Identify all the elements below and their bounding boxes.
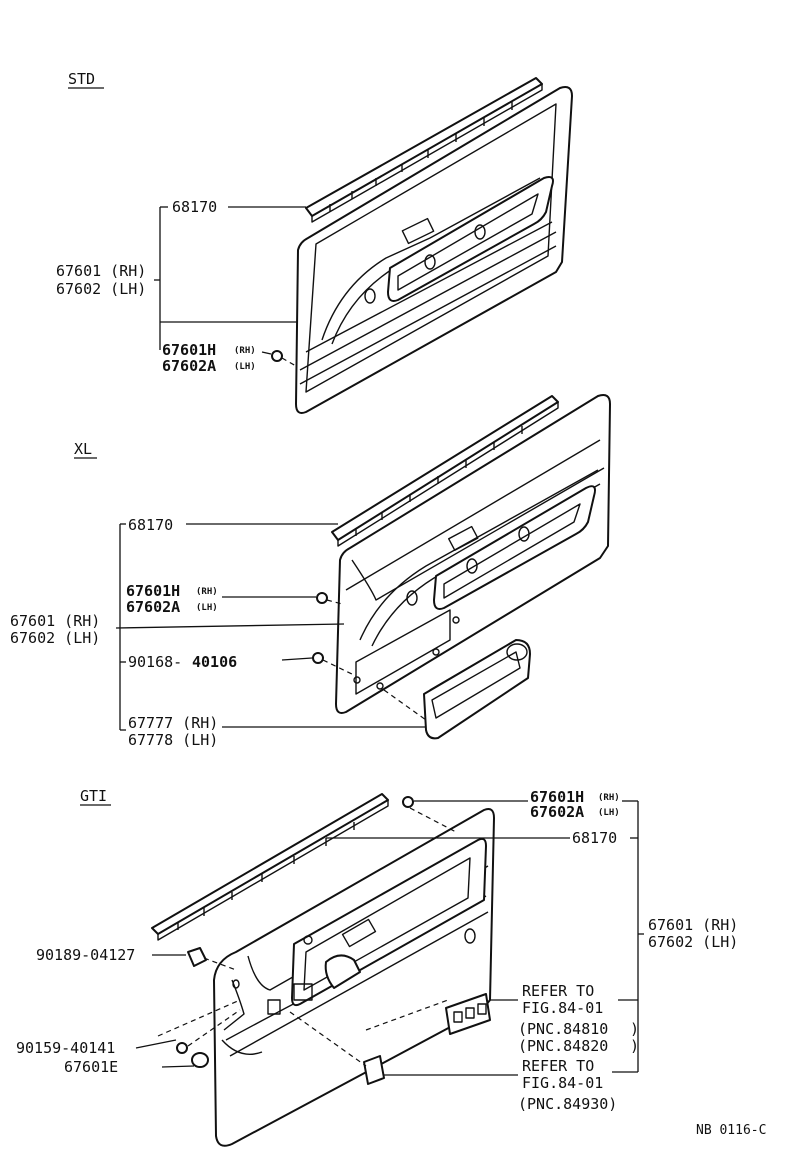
xl-screw-label-a: 90168- <box>128 653 182 671</box>
gti-fasteners-drawing <box>157 796 457 1068</box>
xl-clip-lh-label: 67602A <box>126 598 180 616</box>
gti-board-lh-label: 67602 (LH) <box>648 933 738 951</box>
std-weatherstrip-drawing <box>305 77 543 223</box>
xl-pocket-rh-label: 67777 (RH) <box>128 714 218 732</box>
gti-refer1-bracket-top: ) <box>630 1020 639 1038</box>
gti-refer2-line3: (PNC.84930) <box>518 1095 617 1113</box>
std-board-lh-label: 67602 (LH) <box>56 280 146 298</box>
xl-pocket-lh-label: 67778 (LH) <box>128 731 218 749</box>
xl-weatherstrip-drawing <box>331 395 559 547</box>
xl-clip-rh-side: (RH) <box>196 587 218 597</box>
gti-refer1-line3: (PNC.84810 <box>518 1020 608 1038</box>
std-clip-drawing <box>271 350 297 367</box>
std-board-rh-label: 67601 (RH) <box>56 262 146 280</box>
gti-refer1-line2: FIG.84-01 <box>522 999 603 1017</box>
std-leaders <box>154 206 306 355</box>
std-clip-rh-side: (RH) <box>234 346 256 356</box>
std-door-board-drawing <box>295 86 573 414</box>
gti-title: GTI <box>80 787 107 805</box>
gti-refer2-line1: REFER TO <box>522 1057 594 1075</box>
gti-clip-lh-side: (LH) <box>598 808 620 818</box>
gti-refer1-line1: REFER TO <box>522 982 594 1000</box>
xl-clip-lh-side: (LH) <box>196 603 218 613</box>
gti-section: GTI <box>16 787 738 1147</box>
std-title: STD <box>68 70 95 88</box>
xl-door-board-drawing <box>335 394 611 714</box>
gti-cap-label: 67601E <box>64 1058 118 1076</box>
xl-leaders <box>115 523 426 731</box>
xl-board-lh-label: 67602 (LH) <box>10 629 100 647</box>
gti-refer1-line4: (PNC.84820 <box>518 1037 608 1055</box>
diagram-code: NB 0116-C <box>696 1123 766 1138</box>
std-clip-lh-side: (LH) <box>234 362 256 372</box>
xl-screw-label-b: 40106 <box>192 653 237 671</box>
xl-board-rh-label: 67601 (RH) <box>10 612 100 630</box>
gti-leaders <box>135 800 644 1076</box>
xl-section: XL <box>10 394 611 749</box>
gti-door-board-drawing <box>213 808 495 1147</box>
std-clip-lh-label: 67602A <box>162 357 216 375</box>
gti-clip-lh-label: 67602A <box>530 803 584 821</box>
xl-title: XL <box>74 440 92 458</box>
std-clip-rh-label: 67601H <box>162 341 216 359</box>
gti-nut-label: 90189-04127 <box>36 946 135 964</box>
xl-clips-drawing <box>312 592 357 677</box>
xl-weatherstrip-label: 68170 <box>128 516 173 534</box>
gti-refer2-line2: FIG.84-01 <box>522 1074 603 1092</box>
xl-pocket-drawing <box>383 639 531 740</box>
gti-board-rh-label: 67601 (RH) <box>648 916 738 934</box>
gti-clip-rh-label: 67601H <box>530 788 584 806</box>
gti-switch-drawing <box>289 993 491 1085</box>
std-section: STD <box>56 70 573 414</box>
gti-screw-label: 90159-40141 <box>16 1039 115 1057</box>
std-weatherstrip-label: 68170 <box>172 198 217 216</box>
gti-clip-rh-side: (RH) <box>598 793 620 803</box>
xl-clip-rh-label: 67601H <box>126 582 180 600</box>
gti-weatherstrip-drawing <box>151 793 389 941</box>
gti-weatherstrip-label: 68170 <box>572 829 617 847</box>
gti-refer1-bracket-bottom: ) <box>630 1037 639 1055</box>
